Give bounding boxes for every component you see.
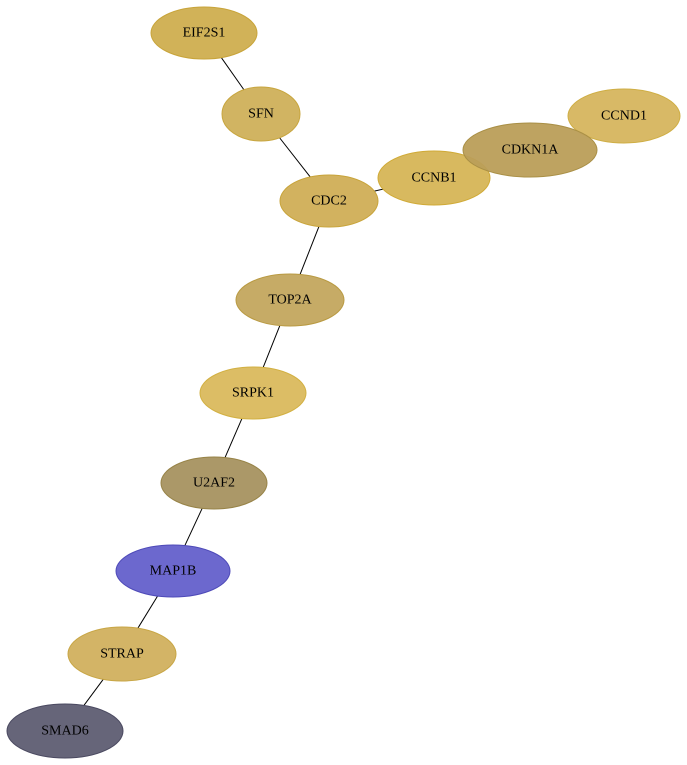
- edge-cdc2-top2a: [299, 226, 320, 275]
- node-ellipse[interactable]: [150, 6, 258, 60]
- node-top2a[interactable]: TOP2A: [235, 273, 345, 327]
- node-ellipse[interactable]: [160, 456, 268, 510]
- node-label: SMAD6: [41, 724, 88, 739]
- node-label: MAP1B: [150, 564, 197, 579]
- node-ccnd1[interactable]: CCND1: [567, 88, 681, 144]
- node-ellipse[interactable]: [6, 703, 124, 759]
- node-ccnb1[interactable]: CCNB1: [377, 150, 491, 206]
- edge-srpk1-u2af2: [224, 418, 243, 458]
- edge-eif2s1-sfn: [220, 57, 245, 91]
- node-ellipse[interactable]: [279, 174, 379, 228]
- node-map1b[interactable]: MAP1B: [115, 544, 231, 598]
- node-label: SRPK1: [232, 386, 274, 401]
- node-smad6[interactable]: SMAD6: [6, 703, 124, 759]
- node-label: TOP2A: [268, 293, 312, 308]
- node-eif2s1[interactable]: EIF2S1: [150, 6, 258, 60]
- node-u2af2[interactable]: U2AF2: [160, 456, 268, 510]
- node-ellipse[interactable]: [115, 544, 231, 598]
- node-label: U2AF2: [193, 476, 235, 491]
- node-label: CCNB1: [411, 171, 456, 186]
- edge-sfn-cdc2: [279, 137, 311, 178]
- node-ellipse[interactable]: [67, 626, 177, 682]
- node-ellipse[interactable]: [462, 122, 598, 178]
- edge-top2a-srpk1: [262, 325, 281, 368]
- node-label: CDC2: [311, 194, 347, 209]
- edge-cdc2-ccnb1: [374, 188, 384, 192]
- node-ellipse[interactable]: [567, 88, 681, 144]
- node-cdkn1a[interactable]: CDKN1A: [462, 122, 598, 178]
- node-srpk1[interactable]: SRPK1: [199, 366, 307, 420]
- node-strap[interactable]: STRAP: [67, 626, 177, 682]
- node-label: EIF2S1: [183, 26, 226, 41]
- node-ellipse[interactable]: [221, 86, 301, 142]
- node-sfn[interactable]: SFN: [221, 86, 301, 142]
- edge-u2af2-map1b: [184, 508, 203, 546]
- edge-strap-smad6: [83, 679, 104, 706]
- node-cdc2[interactable]: CDC2: [279, 174, 379, 228]
- node-label: CCND1: [601, 109, 647, 124]
- edges-layer: [83, 57, 384, 706]
- node-ellipse[interactable]: [235, 273, 345, 327]
- node-ellipse[interactable]: [377, 150, 491, 206]
- edge-map1b-strap: [137, 595, 159, 629]
- node-label: STRAP: [100, 647, 144, 662]
- node-label: CDKN1A: [502, 143, 560, 158]
- node-label: SFN: [248, 107, 274, 122]
- node-ellipse[interactable]: [199, 366, 307, 420]
